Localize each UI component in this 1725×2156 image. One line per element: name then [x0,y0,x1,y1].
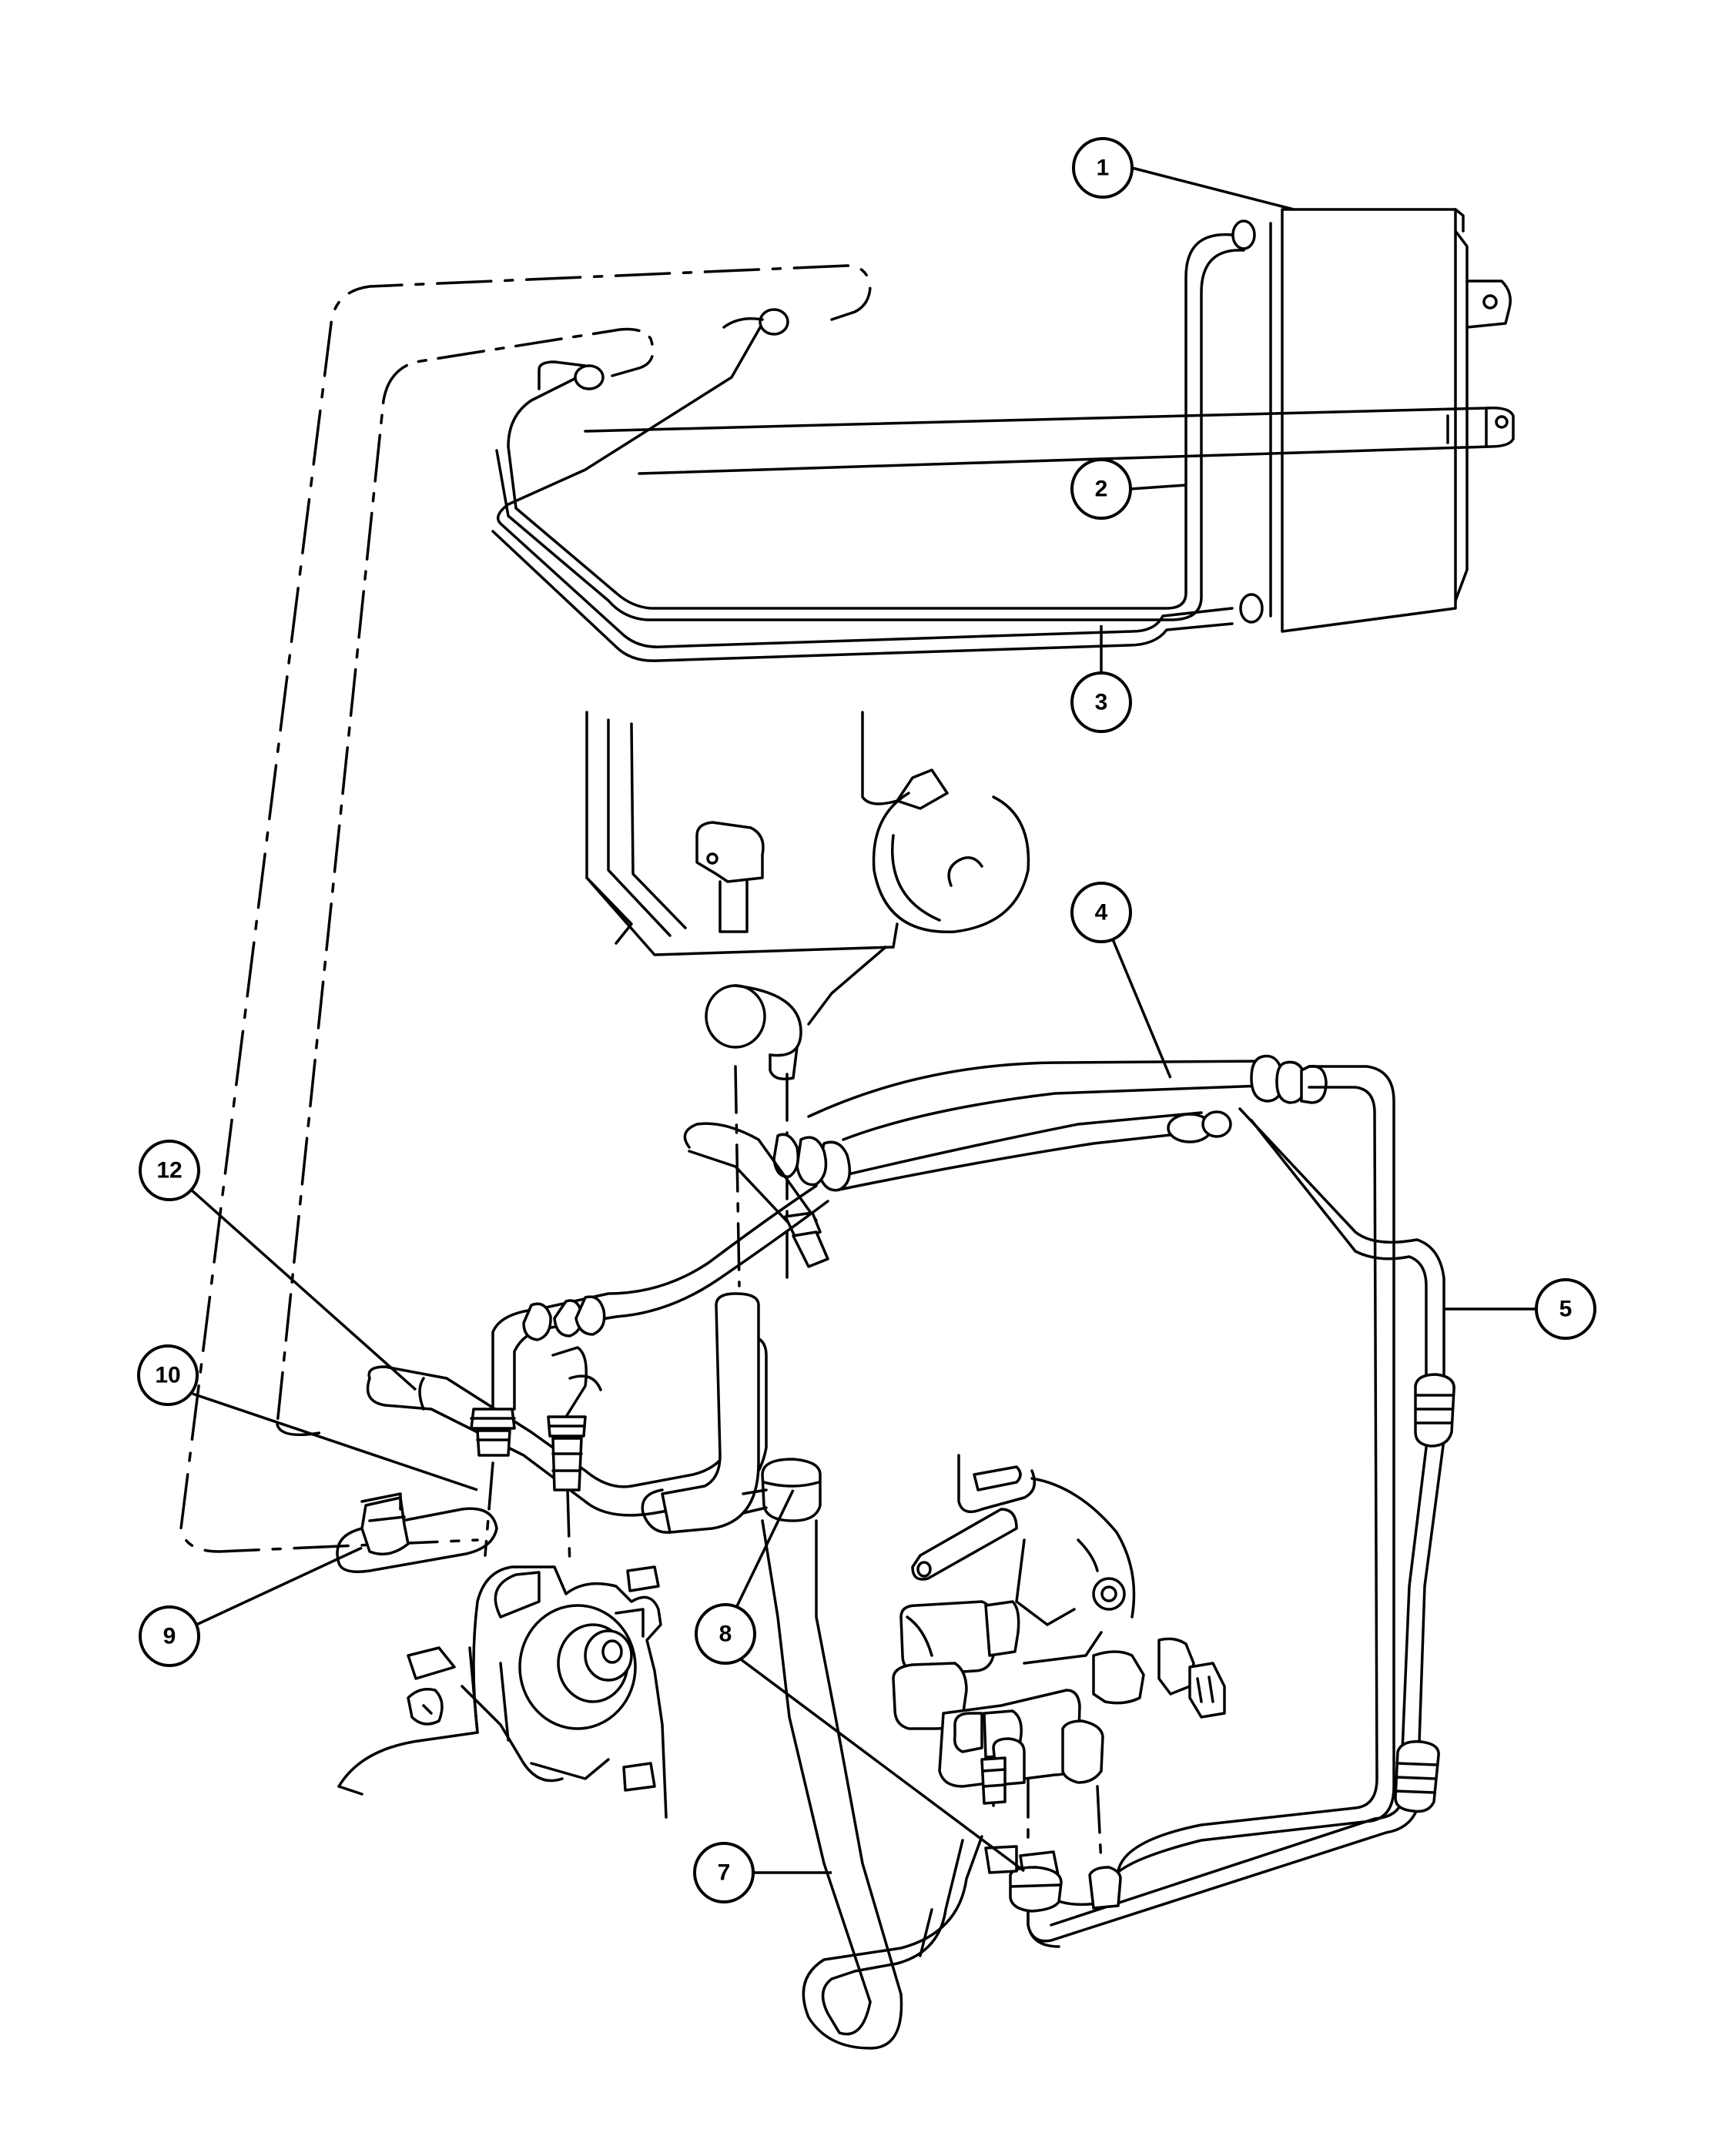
callout-8: 8 [695,1489,1026,1873]
callout-3: 3 [1070,625,1132,733]
mounting-strap [584,406,1515,475]
callout-4: 4 [1070,882,1172,1079]
callout-label-10: 10 [155,1363,180,1388]
oil-cooler [1231,208,1512,633]
callout-5: 5 [1444,1278,1596,1340]
callout-2: 2 [1070,458,1187,520]
callout-label-7: 7 [718,1860,731,1886]
callout-label-2: 2 [1095,477,1108,502]
callout-label-3: 3 [1095,690,1108,715]
callout-label-9: 9 [163,1624,176,1649]
callout-label-4: 4 [1095,900,1108,926]
callout-12: 12 [139,1140,417,1391]
clip-9 [336,1492,498,1573]
callout-label-5: 5 [1559,1297,1573,1322]
callout-9: 9 [139,1546,363,1667]
callout-label-1: 1 [1097,156,1110,181]
callout-10: 10 [137,1344,478,1491]
callout-label-8: 8 [719,1622,732,1647]
cooler-tube-3 [491,308,1234,662]
callout-7: 7 [693,1842,832,1903]
hose-8 [641,1292,983,2050]
transmission-case [585,711,1030,1080]
hose-4 [683,1054,1328,1268]
callout-label-12: 12 [156,1158,182,1183]
callout-1: 1 [1072,137,1295,211]
power-steering-pump [337,1565,668,1819]
steering-gear [892,1454,1226,1913]
tube-5 [1027,1065,1455,1948]
